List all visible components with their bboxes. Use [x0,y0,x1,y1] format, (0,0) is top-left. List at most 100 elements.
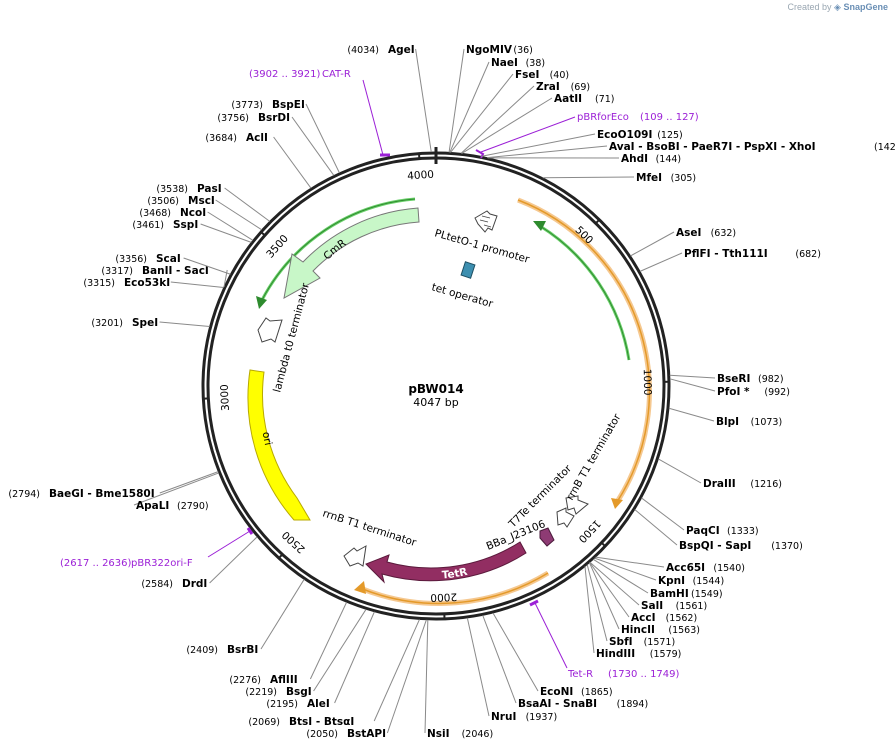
orf-arc-right [517,197,652,504]
label-rrnb-t1-terminator-right: rrnB T1 terminator [564,411,624,502]
feature-label-ori: ori [260,431,274,446]
site-position: (1894) [617,699,649,710]
site-mfei[interactable]: MfeI(305) [542,172,696,184]
site-position: (2219) [245,687,277,698]
site-avai[interactable]: AvaI - BsoBI - PaeR7I - PspXI - XhoI(142… [487,141,896,159]
site-bsgi[interactable]: (2219)BsgI [245,609,367,698]
site-leader-line [450,73,514,153]
orf-arc-bottom-core [359,572,549,605]
rrnb-t1-terminator-icon-bottom [343,545,367,567]
tet-operator-box-icon [460,261,476,279]
site-bspqi[interactable]: BspQI - SapI(1370) [634,509,803,552]
site-alei[interactable]: (2195)AleI [266,611,375,710]
primer-label-tet-r[interactable]: Tet-R (1730 .. 1749) [534,602,680,680]
site-name: HincII [621,624,655,636]
site-leader-line [291,116,335,176]
site-position: (1865) [581,687,613,698]
site-sbfi[interactable]: SbfI(1571) [586,564,675,648]
site-name: BstAPI [347,728,386,740]
site-nrui[interactable]: NruI(1937) [466,617,557,723]
site-drdi[interactable]: (2584)DrdI [141,536,258,590]
site-ecoo109i[interactable]: EcoO109I(125) [481,129,683,157]
site-name: AleI [307,698,330,710]
site-bsrdi[interactable]: (3756)BsrDI [217,112,335,176]
site-name: BaeGI - Bme1580I [49,488,155,500]
site-acc65i[interactable]: Acc65I (1540) [595,556,745,574]
site-bstapi[interactable]: (2050)BstAPI [306,619,427,740]
site-name: NgoMIV [466,44,513,56]
site-pflfi[interactable]: PflFI - Tth111I(682) [639,248,821,272]
site-position: (1540) [713,563,745,574]
site-sspi[interactable]: (3461)SspI [132,219,252,243]
site-leader-line [313,609,367,692]
site-btsi[interactable]: (2069)BtsI - BtsαI [248,619,420,728]
site-bspei[interactable]: (3773)BspEI [231,99,340,174]
site-pasi[interactable]: (3538)PasI [156,183,271,222]
site-scai[interactable]: (3356)ScaI [115,253,231,275]
tick-label-2000: 2000 [430,590,457,603]
site-name: NcoI [180,207,206,219]
site-ahdi[interactable]: AhdI(144) [487,153,682,165]
site-bsaai[interactable]: BsaAI - SnaBI(1894) [482,615,649,710]
site-leader-line [305,103,340,174]
site-name: AclI [246,132,268,144]
site-ngomiv[interactable]: NgoMIV(36) [448,44,533,153]
site-econi[interactable]: EcoNI(1865) [492,612,613,698]
site-spei[interactable]: (3201)SpeI [91,317,210,329]
site-fsei[interactable]: FseI(40) [450,69,570,153]
site-leader-line [273,136,312,189]
site-leader-line [460,85,535,154]
site-msci[interactable]: (3506)MscI [147,195,263,231]
orf-arc-right-core [517,199,651,503]
site-draiii[interactable]: DraIII(1216) [658,458,782,490]
site-name: NsiI [427,728,450,740]
site-name: PflFI - Tth111I [684,248,768,260]
site-position: (1544) [693,576,725,587]
site-leader-line [481,133,596,157]
site-name: DraIII [703,478,736,490]
site-hincii[interactable]: HincII(1563) [588,562,700,636]
site-kpni[interactable]: KpnI(1544) [594,557,725,587]
site-name: NaeI [491,57,518,69]
site-asei[interactable]: AseI(632) [630,227,736,257]
site-leader-line [373,619,420,722]
site-bseri[interactable]: BseRI(982) [669,373,784,385]
site-agei[interactable]: (4034)AgeI [347,44,432,153]
tick-mark-500 [594,218,601,225]
tick-mark-2500 [277,552,284,560]
site-bamhi[interactable]: BamHI(1549) [592,558,723,600]
site-name: Acc65I [666,562,705,574]
site-name: AatII [554,93,582,105]
site-eco53ki[interactable]: (3315)Eco53kI [83,277,224,289]
site-paqci[interactable]: PaqCI(1333) [641,497,759,537]
site-aatii[interactable]: AatII(71) [461,93,615,154]
site-leader-line [589,562,630,618]
site-position: (3201) [91,318,123,329]
site-ncoi[interactable]: (3468)NcoI [139,207,254,241]
site-acli[interactable]: (3684)AclI [205,132,312,189]
site-naei[interactable]: NaeI(38) [449,57,545,153]
site-name: BsrDI [258,112,290,124]
site-bsrbi[interactable]: (2409)BsrBI [186,579,305,656]
tick-mark-3500 [259,230,267,237]
tick-label-1000: 1000 [641,369,653,396]
site-hindiii[interactable]: HindIII(1579) [584,566,681,660]
primer-label-pbrforeco[interactable]: pBRforEco (109 .. 127) [480,112,699,153]
site-pfoi[interactable]: PfoI *(992) [669,378,790,398]
plasmid-length: 4047 bp [413,396,458,409]
site-acci[interactable]: AccI(1562) [589,562,698,624]
site-afliii[interactable]: (2276)AflIII [229,602,348,686]
site-blpi[interactable]: BlpI(1073) [668,407,782,428]
site-name: AccI [631,612,655,624]
site-nsii[interactable]: NsiI(2046) [424,619,493,740]
primer-label-pbr322ori-f[interactable]: (2617 .. 2636) pBR322ori-F [60,530,251,569]
site-baegi[interactable]: (2794)BaeGI - Bme1580I [8,471,219,500]
primer-label-cat-r[interactable]: (3902 .. 3921) CAT-R [249,69,384,156]
site-position: (1333) [727,526,759,537]
site-leader-line [669,378,716,392]
site-zrai[interactable]: ZraI(69) [460,81,590,154]
site-position: (2069) [248,717,280,728]
site-apali[interactable]: ApaLI(2790) [133,472,219,512]
site-position: (144) [656,154,682,165]
site-sali[interactable]: SalI(1561) [589,561,707,612]
